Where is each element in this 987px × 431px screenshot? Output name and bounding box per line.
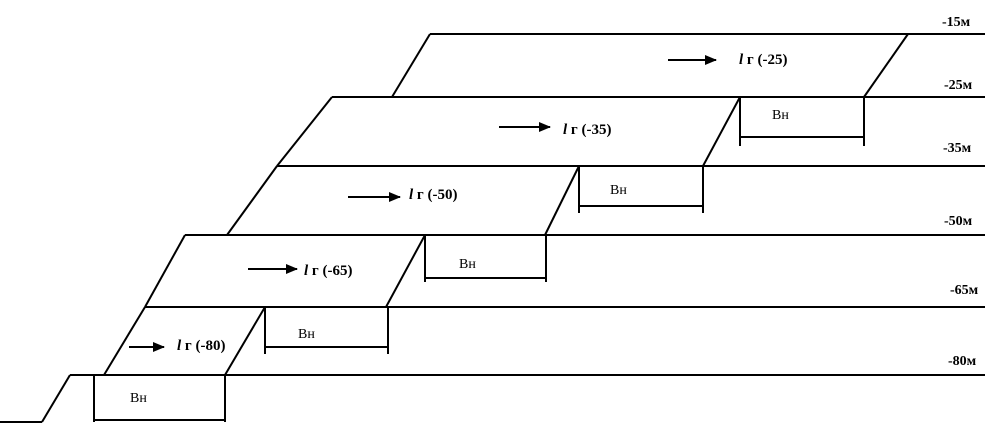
- width-label-5: Вн: [772, 108, 789, 123]
- front-label-80: l г (-80): [177, 338, 225, 354]
- right-slope-5: [863, 33, 909, 98]
- width-label-2: Вн: [298, 327, 315, 342]
- width-label-3: Вн: [459, 257, 476, 272]
- left-slope-4: [226, 165, 278, 236]
- front-label-50: l г (-50): [409, 187, 457, 203]
- width-label-4: Вн: [610, 183, 627, 198]
- left-slope-5: [276, 96, 333, 167]
- front-label-25: l г (-25): [739, 52, 787, 68]
- left-slope-6: [391, 33, 431, 98]
- right-slope-4: [702, 96, 741, 167]
- level-label-35: -35м: [943, 141, 972, 156]
- width-label-1: Вн: [130, 391, 147, 406]
- width-bracket-1: [93, 375, 226, 422]
- right-slope-3: [544, 165, 580, 236]
- level-label-15: -15м: [942, 15, 971, 30]
- front-label-65: l г (-65): [304, 263, 352, 279]
- width-bracket-2: [264, 307, 389, 354]
- left-slope-2: [103, 306, 146, 376]
- level-label-80: -80м: [948, 354, 977, 369]
- width-bracket-3: [424, 235, 547, 282]
- right-slope-2: [385, 234, 426, 308]
- level-label-25: -25м: [944, 78, 973, 93]
- front-label-35: l г (-35): [563, 122, 611, 138]
- level-label-65: -65м: [950, 283, 979, 298]
- right-slope-1: [224, 306, 266, 376]
- width-bracket-5: [739, 97, 865, 146]
- width-bracket-4: [578, 166, 704, 213]
- left-slope-1: [41, 374, 71, 423]
- left-slope-3: [144, 234, 186, 308]
- level-label-50: -50м: [944, 214, 973, 229]
